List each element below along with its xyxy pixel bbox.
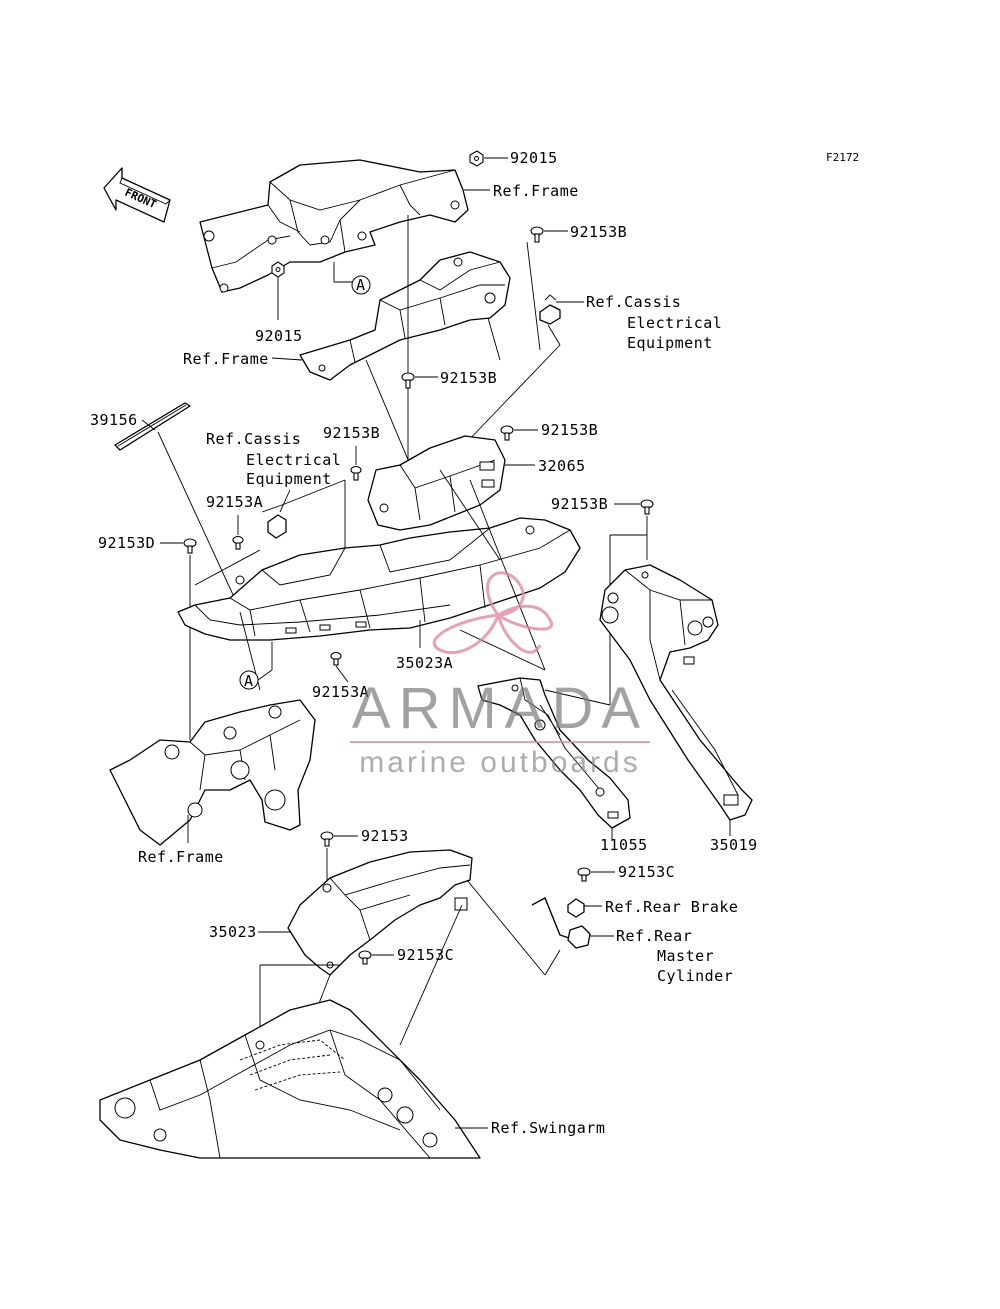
bolt-92153B-2-icon <box>401 372 415 389</box>
label-92153B-4: 92153B <box>541 421 598 439</box>
label-92153B-3: 92153B <box>323 424 380 442</box>
label-92015-top: 92015 <box>510 149 558 167</box>
bolt-92153B-5-icon <box>640 499 654 515</box>
upper-frame-part <box>199 159 469 293</box>
bolt-92153-icon <box>320 831 334 847</box>
callout-a-upper <box>351 275 371 295</box>
label-39156: 39156 <box>90 411 138 429</box>
watermark-brand: ARMADA <box>352 676 648 741</box>
label-92153A-2: 92153A <box>312 683 369 701</box>
bolt-92153C-2-icon <box>358 950 372 965</box>
label-32065: 32065 <box>538 457 586 475</box>
callout-a-upper-label: A <box>356 276 366 294</box>
tail-bracket-35019-part <box>599 564 753 821</box>
bolt-92153B-1-icon <box>530 226 544 243</box>
clip-bracket-icon <box>539 294 561 325</box>
label-92153: 92153 <box>361 827 409 845</box>
bracket-32065-part <box>367 435 506 531</box>
label-92153B-1: 92153B <box>570 223 627 241</box>
label-ref-frame-top: Ref.Frame <box>493 182 579 200</box>
label-92153D: 92153D <box>98 534 155 552</box>
watermark-propeller-icon <box>432 571 554 655</box>
label-ref-rear-brake: Ref.Rear Brake <box>605 898 738 916</box>
armada-watermark-logo: ARMADA marine outboards <box>350 571 650 779</box>
bolt-92153A-1-icon <box>232 535 244 550</box>
label-35019: 35019 <box>710 836 758 854</box>
label-92153A-1: 92153A <box>206 493 263 511</box>
label-ref-frame-bottom: Ref.Frame <box>138 848 224 866</box>
label-ref-cassis-1-line3: Equipment <box>627 334 713 352</box>
label-ref-cassis-2-line3: Equipment <box>246 470 332 488</box>
label-92153B-2: 92153B <box>440 369 497 387</box>
label-ref-cassis-1-line1: Ref.Cassis <box>586 293 681 311</box>
label-ref-rear-master-line3: Cylinder <box>657 967 733 985</box>
swingarm-part <box>99 999 481 1159</box>
bolt-92153B-3-icon <box>350 465 362 481</box>
brake-hose-icon <box>531 897 591 949</box>
front-arrow-icon: FRONT <box>103 167 171 223</box>
bracket-11055-part <box>477 677 631 829</box>
callout-a-lower-label: A <box>244 672 254 690</box>
seat-cowl-35023A-part <box>177 517 581 641</box>
figure-code: F2172 <box>826 151 859 164</box>
label-ref-rear-master-line1: Ref.Rear <box>616 927 692 945</box>
nut-92015-bottom-icon <box>271 261 285 278</box>
label-35023: 35023 <box>209 923 257 941</box>
rear-brake-clamp-icon <box>567 898 585 918</box>
watermark-tagline: marine outboards <box>359 746 640 779</box>
label-92153C-1: 92153C <box>618 863 675 881</box>
bolt-92153D-icon <box>183 538 197 554</box>
label-ref-cassis-2-line1: Ref.Cassis <box>206 430 301 448</box>
label-35023A: 35023A <box>396 654 453 672</box>
small-bracket-icon <box>267 514 287 539</box>
label-92153C-2: 92153C <box>397 946 454 964</box>
label-ref-cassis-2-line2: Electrical <box>246 451 341 469</box>
nut-92015-top-icon <box>469 150 484 167</box>
bolt-92153A-2-icon <box>330 651 342 666</box>
bolt-92153C-1-icon <box>577 867 591 882</box>
label-92015-bottom: 92015 <box>255 327 303 345</box>
label-ref-swingarm: Ref.Swingarm <box>491 1119 605 1137</box>
rear-fender-35023-part <box>287 849 473 976</box>
label-ref-rear-master-line2: Master <box>657 947 714 965</box>
label-ref-cassis-1-line2: Electrical <box>627 314 722 332</box>
pad-39156-part <box>114 402 191 451</box>
label-ref-frame-mid: Ref.Frame <box>183 350 269 368</box>
label-11055: 11055 <box>600 836 648 854</box>
bolt-92153B-4-icon <box>500 425 514 441</box>
lower-frame-part <box>109 699 316 846</box>
rear-subframe-tray-part <box>299 251 511 381</box>
label-92153B-5: 92153B <box>551 495 608 513</box>
